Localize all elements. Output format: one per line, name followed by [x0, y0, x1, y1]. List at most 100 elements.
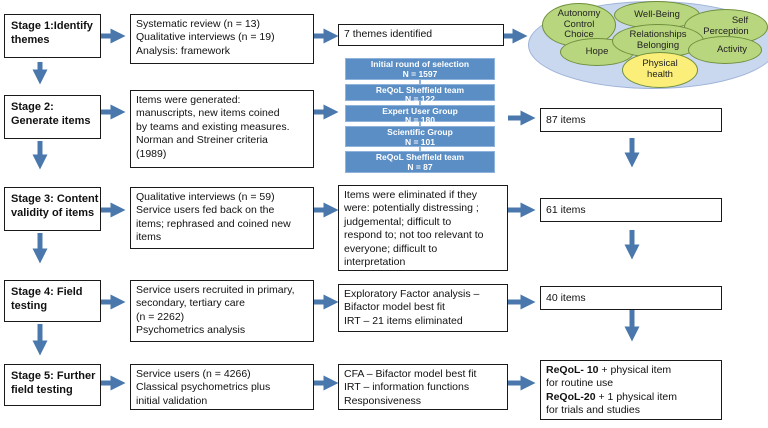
analysis-5-line: CFA – Bifactor model best fit: [344, 368, 477, 380]
stage-5-line1: Stage 5: Further: [11, 370, 96, 382]
selection-n: N = 1597: [402, 68, 438, 79]
method-3-box: Qualitative interviews (n = 59) Service …: [130, 187, 314, 249]
items-count-40: 40 items: [546, 292, 586, 304]
method-1-line: Systematic review (n = 13): [136, 18, 261, 30]
selection-n: N = 101: [404, 136, 435, 147]
method-2-line: Items were generated:: [136, 94, 241, 106]
analysis-4-line: Bifactor model best fit: [344, 301, 445, 314]
analysis-3-line: judgemental; difficult to: [344, 215, 452, 228]
final-reqol20-line: ReQoL-20 + 1 physical item: [546, 391, 716, 404]
stage-3-line1: Stage 3: Content: [11, 193, 99, 205]
method-4-line: Psychometrics analysis: [136, 324, 246, 337]
theme-self: Self: [731, 15, 749, 27]
stage-4-line1: Stage 4: Field: [11, 286, 83, 298]
selection-n: N = 122: [404, 93, 435, 104]
result-4-box: 40 items: [540, 286, 722, 310]
themes-identified-text: 7 themes identified: [344, 28, 433, 40]
analysis-5-line: IRT – information functions: [344, 381, 470, 394]
final-reqol10-line: ReQoL- 10 + physical item: [546, 364, 716, 377]
stage-3-line2: validity of items: [11, 206, 95, 219]
method-3-line: items: [136, 231, 162, 244]
selection-label: Initial round of selection: [370, 59, 470, 69]
analysis-3-box: Items were eliminated if they were: pote…: [338, 185, 508, 271]
selection-box-3: Expert User Group N = 180: [345, 105, 495, 125]
selection-label: ReQoL Sheffield team: [375, 152, 465, 162]
selection-box-5: ReQoL Sheffield team N = 87: [345, 151, 495, 173]
method-3-line: items; rephrased and coined new: [136, 217, 291, 230]
routine-use-line: for routine use: [546, 377, 614, 390]
themes-diagram: Autonomy Control Choice Well-Being Self …: [528, 0, 768, 90]
result-5-box: ReQoL- 10 + physical item for routine us…: [540, 360, 722, 420]
selection-box-4: Scientific Group N = 101: [345, 126, 495, 147]
analysis-3-line: Items were eliminated if they: [344, 189, 478, 201]
method-5-box: Service users (n = 4266) Classical psych…: [130, 364, 314, 410]
method-4-box: Service users recruited in primary, seco…: [130, 280, 314, 342]
stage-2-line2: Generate items: [11, 114, 91, 127]
oval-activity: Activity: [688, 36, 762, 64]
analysis-3-line: respond to; not too relevant to: [344, 229, 484, 242]
stage-4-line2: testing: [11, 299, 48, 312]
theme-wellbeing: Well-Being: [634, 8, 680, 20]
method-5-line: initial validation: [136, 394, 208, 407]
oval-physical-health: Physical health: [622, 52, 698, 88]
reqol20-label: ReQoL-20: [546, 390, 596, 403]
theme-physical: Physical: [642, 58, 678, 70]
stage-1-line2: themes: [11, 33, 50, 46]
method-2-line: manuscripts, new items coined: [136, 107, 280, 120]
trials-line: for trials and studies: [546, 404, 640, 417]
method-4-line: (n = 2262): [136, 310, 185, 323]
method-5-line: Classical psychometrics plus: [136, 381, 271, 394]
items-count-61: 61 items: [546, 204, 586, 216]
result-2-box: 87 items: [540, 108, 722, 132]
method-5-line: Service users (n = 4266): [136, 368, 251, 380]
analysis-3-line: were: potentially distressing ;: [344, 202, 479, 215]
selection-label: Scientific Group: [387, 127, 453, 137]
theme-choice: Choice: [564, 29, 594, 41]
stage-3-box: Stage 3: Content validity of items: [4, 187, 101, 231]
method-4-line: Service users recruited in primary,: [136, 284, 295, 296]
method-3-line: Service users fed back on the: [136, 204, 275, 217]
stage-5-line2: field testing: [11, 383, 73, 396]
method-1-box: Systematic review (n = 13) Qualitative i…: [130, 14, 314, 64]
theme-relationships: Relationships: [629, 29, 687, 41]
analysis-3-line: interpretation: [344, 256, 406, 269]
selection-label: ReQoL Sheffield team: [375, 85, 465, 95]
selection-n: N = 180: [404, 114, 435, 125]
reqol10-label: ReQoL- 10: [546, 364, 599, 376]
method-1-line: Qualitative interviews (n = 19): [136, 31, 275, 44]
theme-perception: Perception: [703, 26, 749, 37]
theme-belonging: Belonging: [636, 40, 680, 51]
method-2-line: by teams and existing measures.: [136, 120, 290, 133]
analysis-1-box: 7 themes identified: [338, 24, 504, 46]
reqol20-extra: + 1 physical item: [595, 390, 678, 403]
method-4-line: secondary, tertiary care: [136, 297, 245, 310]
theme-autonomy: Autonomy: [557, 8, 601, 20]
stage-1-line1: Stage 1:Identify: [11, 20, 93, 32]
method-3-line: Qualitative interviews (n = 59): [136, 191, 275, 203]
result-3-box: 61 items: [540, 198, 722, 222]
selection-n: N = 87: [407, 161, 433, 172]
method-2-line: (1989): [136, 147, 167, 160]
stage-5-box: Stage 5: Further field testing: [4, 364, 101, 406]
method-1-line: Analysis: framework: [136, 44, 230, 57]
selection-box-2: ReQoL Sheffield team N = 122: [345, 84, 495, 104]
items-count-87: 87 items: [546, 114, 586, 126]
stage-4-box: Stage 4: Field testing: [4, 280, 101, 322]
selection-box-1: Initial round of selection N = 1597: [345, 58, 495, 80]
theme-hope: Hope: [585, 45, 609, 57]
theme-health: health: [647, 69, 673, 80]
method-2-box: Items were generated: manuscripts, new i…: [130, 90, 314, 168]
analysis-3-line: everyone; difficult to: [344, 242, 438, 255]
analysis-5-box: CFA – Bifactor model best fit IRT – info…: [338, 364, 508, 410]
stage-2-box: Stage 2: Generate items: [4, 95, 101, 139]
method-2-line: Norman and Streiner criteria: [136, 134, 268, 147]
reqol10-extra: + physical item: [598, 364, 672, 376]
stage-1-box: Stage 1:Identify themes: [4, 14, 101, 58]
theme-activity: Activity: [716, 43, 748, 55]
selection-label: Expert User Group: [382, 106, 458, 116]
theme-control: Control: [563, 18, 595, 30]
stage-2-line1: Stage 2:: [11, 101, 54, 113]
analysis-4-line: IRT – 21 items eliminated: [344, 314, 463, 327]
analysis-4-box: Exploratory Factor analysis – Bifactor m…: [338, 284, 508, 332]
